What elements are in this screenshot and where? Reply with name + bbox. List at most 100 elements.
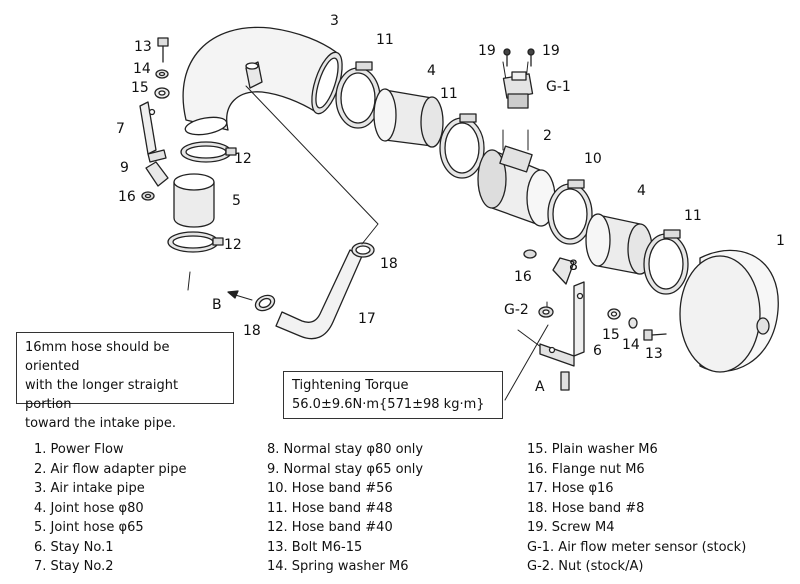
torque-value: 56.0±9.6N·m{571±98 kg·m}	[292, 397, 485, 412]
plain-washer-15-right	[607, 308, 621, 320]
stay-no-1	[539, 281, 585, 367]
spring-washer-14-left	[155, 69, 169, 79]
hose-band-11-a	[335, 61, 381, 129]
callout-11-a: 11	[376, 32, 394, 48]
screw-19-right	[527, 48, 535, 67]
hose-band-11-c	[643, 229, 689, 295]
callout-g1: G-1	[546, 79, 571, 95]
stud-a	[560, 371, 570, 391]
callout-8: 8	[569, 258, 578, 274]
callout-16-a: 16	[118, 189, 136, 205]
hose-band-12-top	[180, 141, 237, 163]
normal-stay-9	[145, 161, 169, 187]
parts-list-column-1: 1. Power Flow 2. Air flow adapter pipe 3…	[34, 440, 187, 577]
joint-hose-4-b	[585, 213, 653, 275]
callout-18-b: 18	[243, 323, 261, 339]
callout-14-b: 14	[622, 337, 640, 353]
note-line-3: toward the intake pipe.	[25, 416, 176, 431]
joint-hose-5	[173, 173, 215, 228]
arrow-b	[227, 290, 253, 301]
part-2: 2. Air flow adapter pipe	[34, 461, 187, 477]
callout-6: 6	[593, 343, 602, 359]
callout-3: 3	[330, 13, 339, 29]
nut-g2	[538, 306, 554, 318]
parts-list-column-3: 15. Plain washer M6 16. Flange nut M6 17…	[527, 440, 746, 577]
callout-5: 5	[232, 193, 241, 209]
callout-g2: G-2	[504, 302, 529, 318]
flange-nut-16-right	[523, 249, 537, 259]
exploded-parts-diagram	[139, 26, 779, 401]
callout-15-a: 15	[131, 80, 149, 96]
flange-nut-16-left	[141, 191, 155, 201]
hose-band-18-bottom	[254, 294, 276, 312]
part-14: 14. Spring washer M6	[267, 559, 409, 574]
part-g2: G-2. Nut (stock/A)	[527, 559, 644, 574]
part-19: 19. Screw M4	[527, 520, 615, 535]
callout-11-b: 11	[440, 86, 458, 102]
air-flow-meter-sensor	[502, 71, 534, 109]
part-3: 3. Air intake pipe	[34, 481, 145, 496]
part-13: 13. Bolt M6-15	[267, 539, 363, 555]
part-15: 15. Plain washer M6	[527, 442, 658, 457]
part-11: 11. Hose band #48	[267, 500, 393, 516]
callout-9: 9	[120, 160, 129, 176]
parts-list-column-2: 8. Normal stay φ80 only 9. Normal stay φ…	[267, 440, 423, 577]
power-flow-filter	[679, 249, 779, 373]
callout-1: 1	[776, 233, 785, 249]
callout-10: 10	[584, 151, 602, 167]
callout-7: 7	[116, 121, 125, 137]
callout-4-a: 4	[427, 63, 436, 79]
callout-19-b: 19	[542, 43, 560, 59]
part-10: 10. Hose band #56	[267, 481, 393, 496]
part-16: 16. Flange nut M6	[527, 461, 645, 477]
hose-band-12-bottom	[167, 231, 224, 253]
note-line-2: with the longer straight portion	[25, 378, 179, 412]
part-6: 6. Stay No.1	[34, 539, 114, 555]
callout-a: A	[535, 379, 545, 395]
normal-stay-8	[552, 257, 575, 285]
note-line-1: 16mm hose should be oriented	[25, 340, 170, 374]
bolt-13-left	[157, 37, 169, 63]
leader-lines	[187, 61, 549, 401]
callout-11-c: 11	[684, 208, 702, 224]
stay-no-2	[139, 101, 167, 163]
tightening-torque-box: Tightening Torque 56.0±9.6N·m{571±98 kg·…	[283, 371, 503, 419]
part-g1: G-1. Air flow meter sensor (stock)	[527, 539, 747, 555]
hose-band-10	[547, 179, 593, 245]
part-8: 8. Normal stay φ80 only	[267, 442, 424, 457]
callout-12-a: 12	[234, 151, 252, 167]
callout-2: 2	[543, 128, 552, 144]
part-7: 7. Stay No.2	[34, 559, 114, 574]
callout-18-a: 18	[380, 256, 398, 272]
air-flow-adapter-pipe	[477, 145, 556, 227]
joint-hose-4-a	[373, 88, 444, 148]
screw-19-left	[503, 48, 511, 67]
callout-12-b: 12	[224, 237, 242, 253]
hose-band-18-top	[351, 242, 375, 258]
callout-4-b: 4	[637, 183, 646, 199]
callout-17: 17	[358, 311, 376, 327]
hose-band-11-b	[439, 113, 485, 179]
part-1: 1. Power Flow	[34, 442, 124, 457]
callout-13-a: 13	[134, 39, 152, 55]
part-9: 9. Normal stay φ65 only	[267, 461, 424, 477]
part-4: 4. Joint hose φ80	[34, 500, 144, 516]
hose-orientation-note: 16mm hose should be oriented with the lo…	[16, 332, 234, 431]
callout-19-a: 19	[478, 43, 496, 59]
part-17: 17. Hose φ16	[527, 481, 614, 496]
callout-13-b: 13	[645, 346, 663, 362]
plain-washer-15-left	[154, 87, 170, 99]
air-intake-pipe	[182, 26, 343, 136]
spring-washer-14-right	[628, 317, 638, 329]
callout-14-a: 14	[133, 61, 151, 77]
part-12: 12. Hose band #40	[267, 520, 393, 535]
bolt-13-right	[643, 329, 667, 341]
part-18: 18. Hose band #8	[527, 500, 645, 516]
part-5: 5. Joint hose φ65	[34, 520, 144, 535]
torque-title: Tightening Torque	[292, 378, 409, 393]
callout-b: B	[212, 297, 222, 313]
callout-15-b: 15	[602, 327, 620, 343]
callout-16-b: 16	[514, 269, 532, 285]
hose-17	[275, 249, 363, 340]
